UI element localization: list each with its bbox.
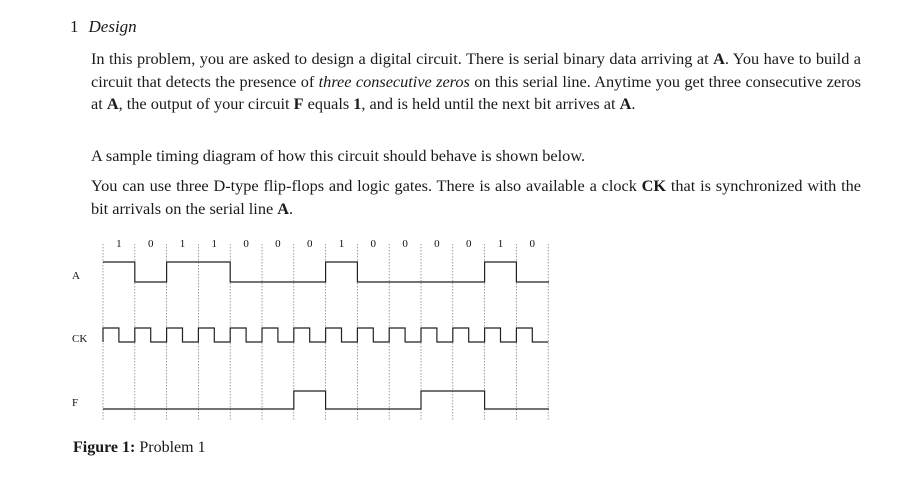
signal-a-ref: A (713, 49, 725, 68)
a-waveform (103, 261, 549, 283)
components-paragraph: You can use three D-type flip-flops and … (91, 175, 861, 220)
bit-label: 0 (434, 238, 440, 250)
bit-label: 1 (339, 238, 345, 250)
figure-label: Figure 1: (73, 439, 136, 456)
text-run: In this problem, you are asked to design… (91, 49, 714, 68)
bit-label: 0 (466, 238, 472, 250)
section-heading: 1 Design (70, 17, 137, 37)
text-run: that is synchronized with the bit arriva… (91, 176, 861, 218)
signal-label-ck: CK (72, 333, 87, 345)
text-run: equals (303, 94, 354, 113)
emphasis-text: three consecutive zeros (318, 71, 470, 91)
bit-label: 0 (307, 238, 313, 250)
text-run: . You have to build a circuit that detec… (91, 49, 861, 91)
clock-ck-ref: CK (641, 176, 667, 195)
section-title: Design (88, 17, 137, 36)
bit-label: 0 (148, 238, 154, 250)
timing-intro-paragraph: A sample timing diagram of how this circ… (91, 146, 586, 165)
bit-label: 1 (212, 238, 218, 250)
bit-label: 0 (530, 238, 536, 250)
bit-label: 1 (116, 238, 122, 250)
problem-paragraph: In this problem, you are asked to design… (91, 48, 861, 116)
signal-a-ref: A (106, 94, 119, 113)
signal-label-f: F (72, 397, 78, 409)
figure-caption: Figure 1: Problem 1 (73, 439, 206, 457)
ck-waveform (102, 327, 549, 343)
text-run: You can use three D-type flip-flops and … (91, 176, 642, 195)
signal-a-ref: A (277, 198, 290, 218)
value-one: 1 (353, 94, 362, 113)
text-run: , and is held until the next bit arrives… (361, 94, 620, 113)
signal-a-ref: A (619, 94, 632, 113)
bit-label: 0 (275, 238, 281, 250)
text-run: , the output of your circuit (118, 94, 294, 113)
section-number: 1 (70, 17, 79, 36)
bit-label: 1 (498, 238, 504, 250)
bit-label: 0 (243, 238, 249, 250)
figure-text: Problem 1 (139, 439, 206, 456)
signal-label-a: A (72, 270, 80, 282)
text-run: on this serial line. Anytime you get thr… (91, 71, 861, 114)
output-f-ref: F (293, 94, 304, 113)
bit-label: 0 (371, 238, 377, 250)
f-waveform (103, 390, 549, 410)
bit-label: 1 (180, 238, 186, 250)
bit-label: 0 (402, 238, 408, 250)
text-run: . (289, 198, 294, 218)
text-run: . (631, 94, 636, 113)
